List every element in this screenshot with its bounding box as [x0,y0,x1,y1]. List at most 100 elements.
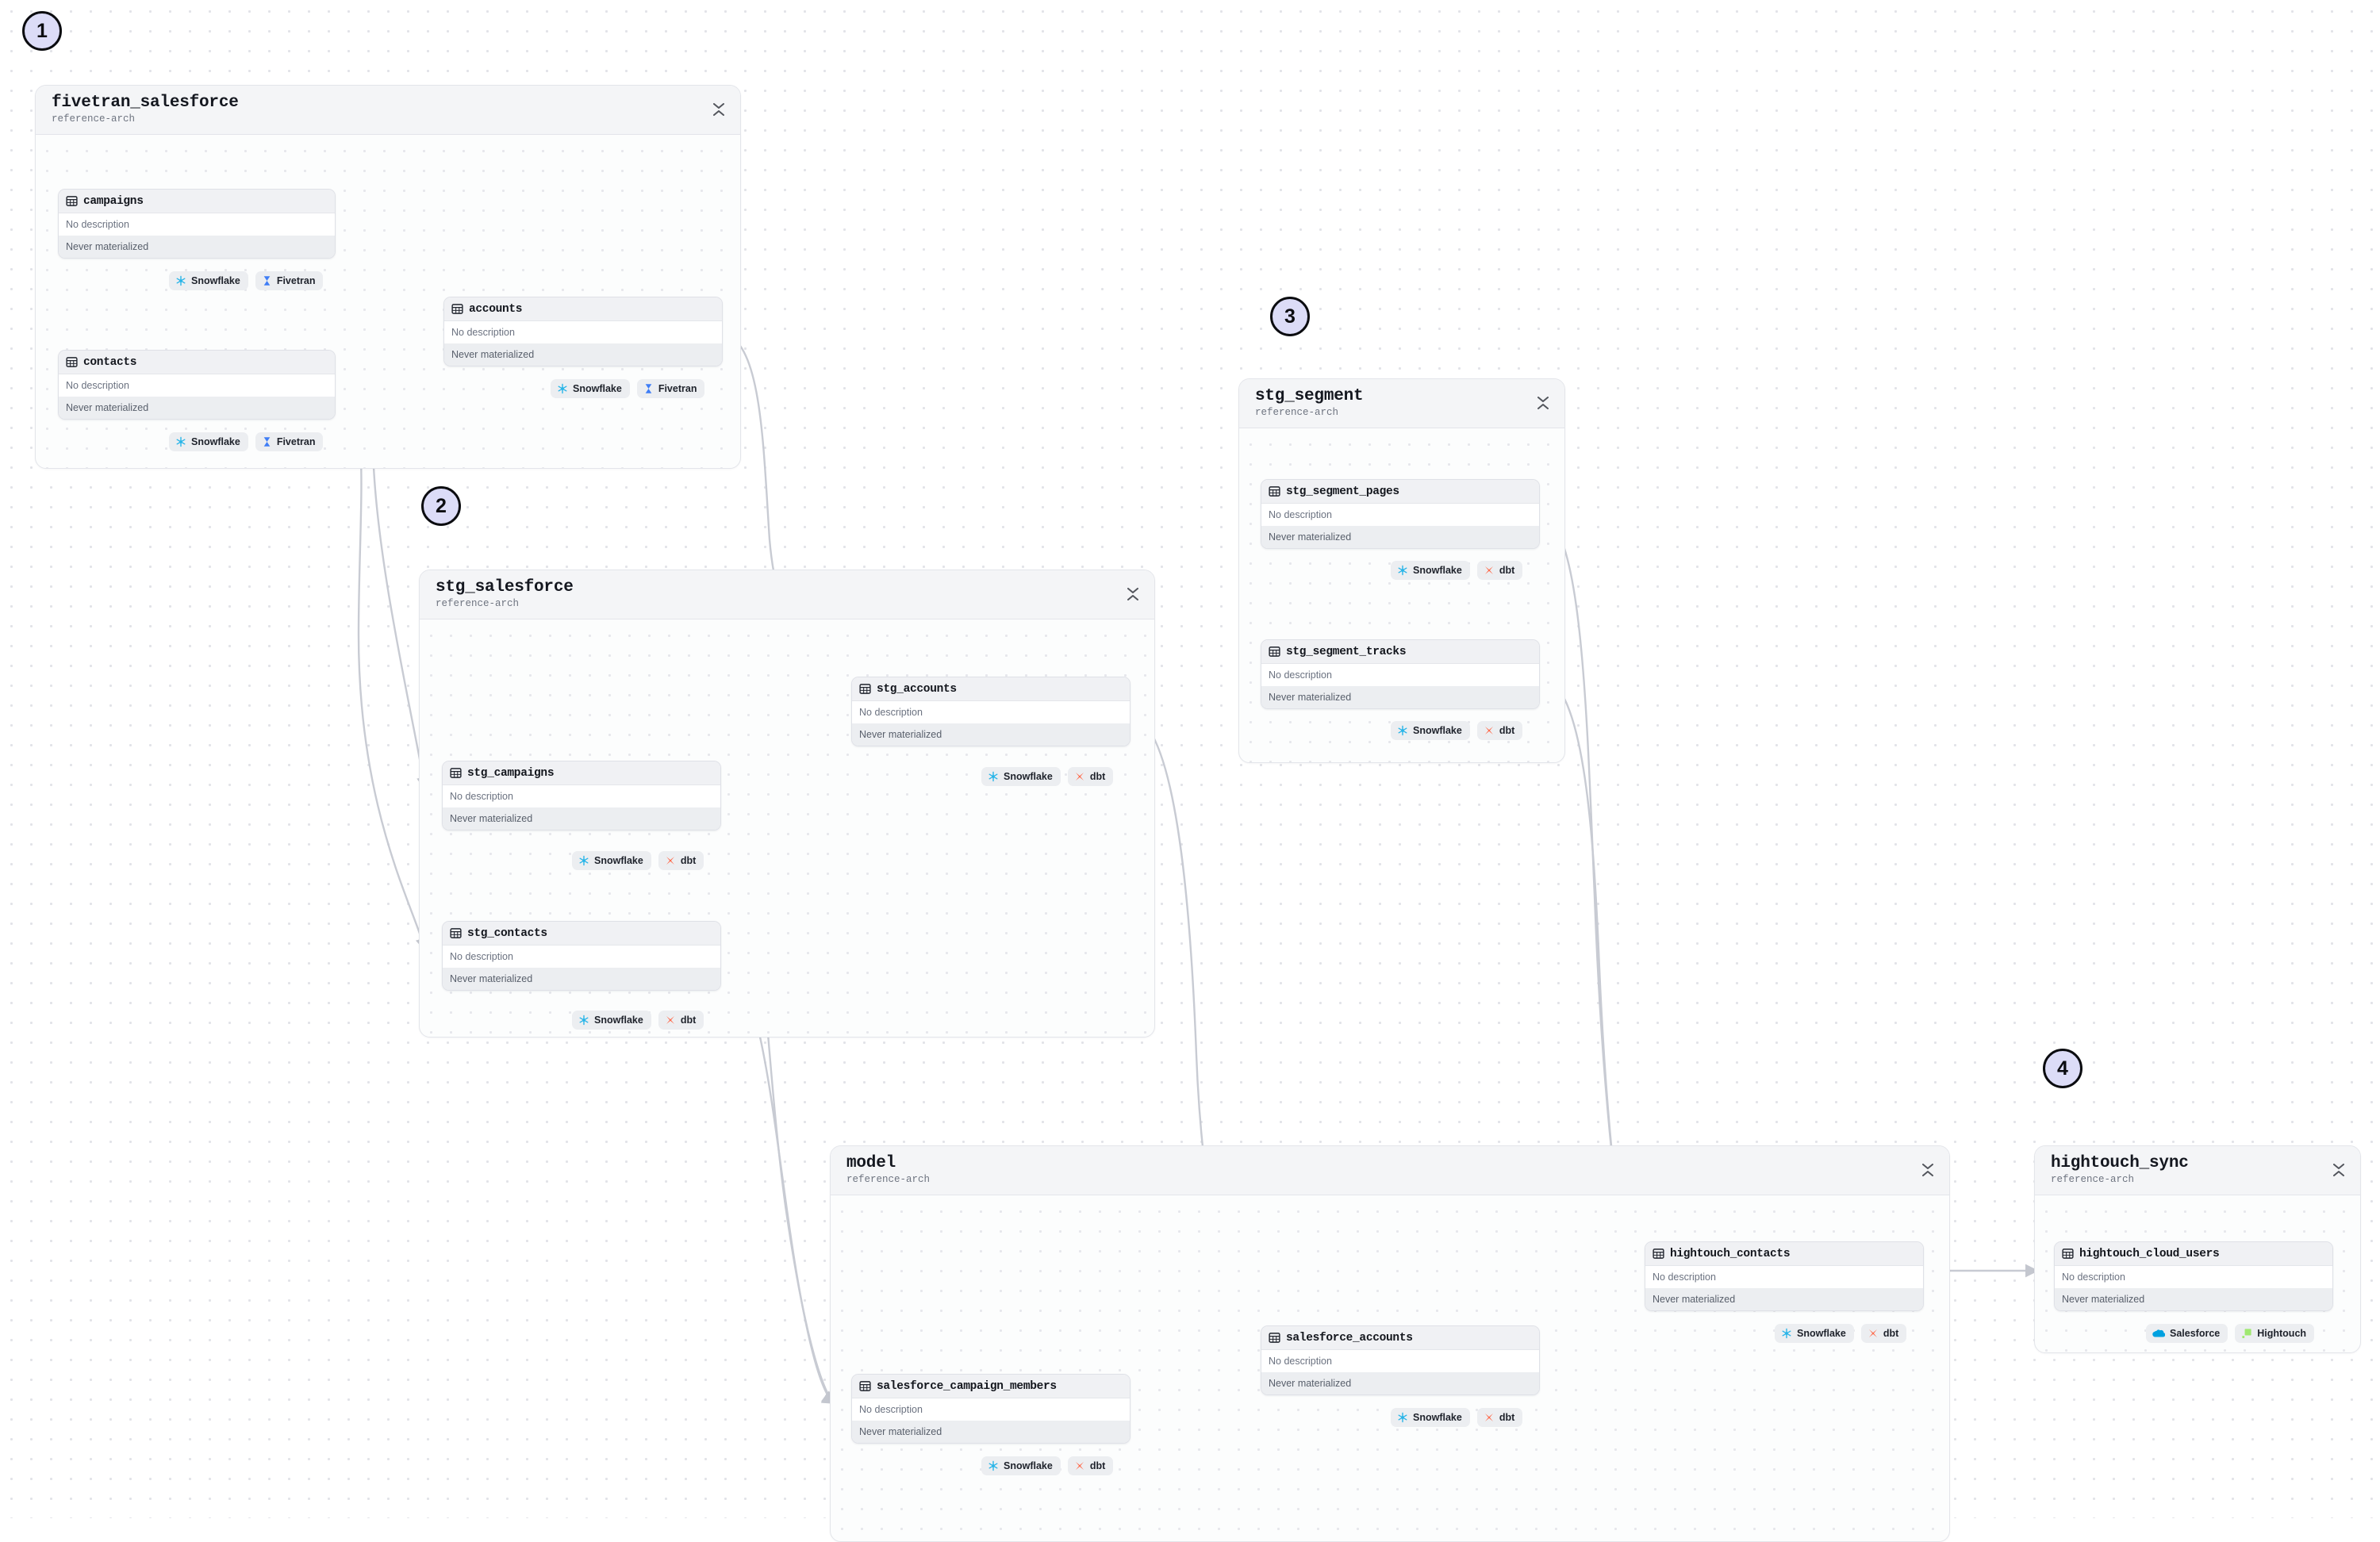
badge-row-stg_segment_tracks: Snowflake dbt [1391,721,1523,740]
step-marker-2: 2 [421,486,461,526]
group-header-stg_salesforce[interactable]: stg_salesforce reference-arch [420,570,1154,619]
badge-dbt[interactable]: dbt [1860,1324,1907,1343]
badge-fivetran[interactable]: Fivetran [255,271,324,290]
node-card-hightouch_contacts[interactable]: hightouch_contacts No description Never … [1645,1241,1924,1311]
node-header[interactable]: salesforce_campaign_members [852,1375,1130,1398]
node-name: stg_accounts [877,682,957,696]
dbt-icon [1484,1414,1493,1421]
badge-label: Hightouch [2257,1328,2307,1339]
snowflake-icon [988,1460,998,1471]
group-title: model [846,1154,896,1172]
table-icon [859,1381,871,1391]
badge-dbt[interactable]: dbt [1476,561,1523,580]
badge-snowflake[interactable]: Snowflake [169,271,248,290]
badge-snowflake[interactable]: Snowflake [981,767,1061,786]
badge-snowflake[interactable]: Snowflake [1391,721,1470,740]
group-header-hightouch_sync[interactable]: hightouch_sync reference-arch [2035,1146,2360,1195]
collapse-icon[interactable] [1536,395,1550,411]
snowflake-icon [176,436,186,447]
snowflake-icon [1398,1412,1407,1423]
node-card-hightouch_cloud_users[interactable]: hightouch_cloud_users No description Nev… [2054,1241,2333,1311]
badge-label: Snowflake [1413,565,1462,576]
group-header-fivetran_salesforce[interactable]: fivetran_salesforce reference-arch [36,86,740,135]
node-header[interactable]: accounts [444,297,722,321]
node-header[interactable]: contacts [59,351,335,374]
node-header[interactable]: hightouch_contacts [1645,1242,1923,1266]
badge-dbt[interactable]: dbt [1067,1456,1114,1475]
node-card-stg_segment_pages[interactable]: stg_segment_pages No description Never m… [1261,479,1540,549]
table-icon [1269,1333,1280,1343]
node-header[interactable]: hightouch_cloud_users [2055,1242,2332,1266]
node-card-salesforce_campaign_members[interactable]: salesforce_campaign_members No descripti… [851,1374,1130,1444]
badge-snowflake[interactable]: Snowflake [572,1011,651,1030]
group-header-stg_segment[interactable]: stg_segment reference-arch [1239,379,1564,428]
badge-snowflake[interactable]: Snowflake [572,851,651,870]
badge-dbt[interactable]: dbt [658,1011,704,1030]
node-header[interactable]: campaigns [59,190,335,213]
badge-salesforce[interactable]: Salesforce [2146,1324,2228,1343]
badge-snowflake[interactable]: Snowflake [1775,1324,1854,1343]
node-card-campaigns[interactable]: campaigns No description Never materiali… [58,189,336,259]
badge-dbt[interactable]: dbt [1476,721,1523,740]
node-header[interactable]: stg_segment_pages [1261,480,1539,504]
collapse-icon[interactable] [712,102,726,117]
node-header[interactable]: stg_accounts [852,677,1130,701]
badge-snowflake[interactable]: Snowflake [1391,561,1470,580]
node-card-stg_contacts[interactable]: stg_contacts No description Never materi… [442,921,721,991]
badge-label: Fivetran [658,383,697,394]
group-header-model[interactable]: model reference-arch [831,1146,1949,1195]
badge-dbt[interactable]: dbt [1067,767,1114,786]
badge-label: dbt [1089,771,1106,782]
badge-snowflake[interactable]: Snowflake [1391,1408,1470,1427]
node-name: stg_segment_tracks [1286,645,1407,658]
badge-dbt[interactable]: dbt [658,851,704,870]
node-header[interactable]: stg_campaigns [443,761,720,785]
step-number: 3 [1284,305,1296,328]
badge-snowflake[interactable]: Snowflake [169,432,248,451]
node-materialization: Never materialized [59,397,335,419]
node-card-stg_campaigns[interactable]: stg_campaigns No description Never mater… [442,761,721,830]
collapse-icon[interactable] [1126,586,1140,602]
badge-label: Snowflake [191,275,240,286]
dbt-icon [1075,773,1084,781]
node-description: No description [2055,1266,2332,1288]
collapse-icon[interactable] [2332,1162,2346,1178]
node-materialization: Never materialized [59,236,335,258]
badge-fivetran[interactable]: Fivetran [636,379,705,398]
node-description: No description [59,374,335,397]
snowflake-icon [1398,565,1407,576]
snowflake-icon [1782,1328,1791,1339]
node-header[interactable]: salesforce_accounts [1261,1326,1539,1350]
node-card-contacts[interactable]: contacts No description Never materializ… [58,350,336,420]
node-materialization: Never materialized [443,968,720,990]
node-description: No description [1261,664,1539,686]
badge-fivetran[interactable]: Fivetran [255,432,324,451]
node-card-stg_segment_tracks[interactable]: stg_segment_tracks No description Never … [1261,639,1540,709]
badge-row-contacts: Snowflake Fivetran [169,432,324,451]
table-icon [66,196,78,206]
node-materialization: Never materialized [852,723,1130,746]
node-card-stg_accounts[interactable]: stg_accounts No description Never materi… [851,677,1130,746]
node-name: accounts [469,302,523,316]
badge-dbt[interactable]: dbt [1476,1408,1523,1427]
badge-label: Fivetran [276,275,316,286]
badge-label: Snowflake [1004,1460,1053,1471]
collapse-icon[interactable] [1921,1162,1935,1178]
step-marker-1: 1 [22,11,62,51]
node-header[interactable]: stg_contacts [443,922,720,946]
salesforce-icon [2152,1329,2165,1337]
node-name: campaigns [83,194,144,208]
badge-label: dbt [1499,725,1515,736]
table-icon [451,304,463,314]
fivetran-icon [645,384,652,393]
dbt-icon [1868,1329,1877,1337]
node-description: No description [1645,1266,1923,1288]
badge-snowflake[interactable]: Snowflake [981,1456,1061,1475]
node-card-salesforce_accounts[interactable]: salesforce_accounts No description Never… [1261,1325,1540,1395]
node-header[interactable]: stg_segment_tracks [1261,640,1539,664]
badge-hightouch[interactable]: Hightouch [2235,1324,2315,1343]
badge-row-campaigns: Snowflake Fivetran [169,271,324,290]
badge-snowflake[interactable]: Snowflake [551,379,630,398]
node-card-accounts[interactable]: accounts No description Never materializ… [443,297,723,366]
